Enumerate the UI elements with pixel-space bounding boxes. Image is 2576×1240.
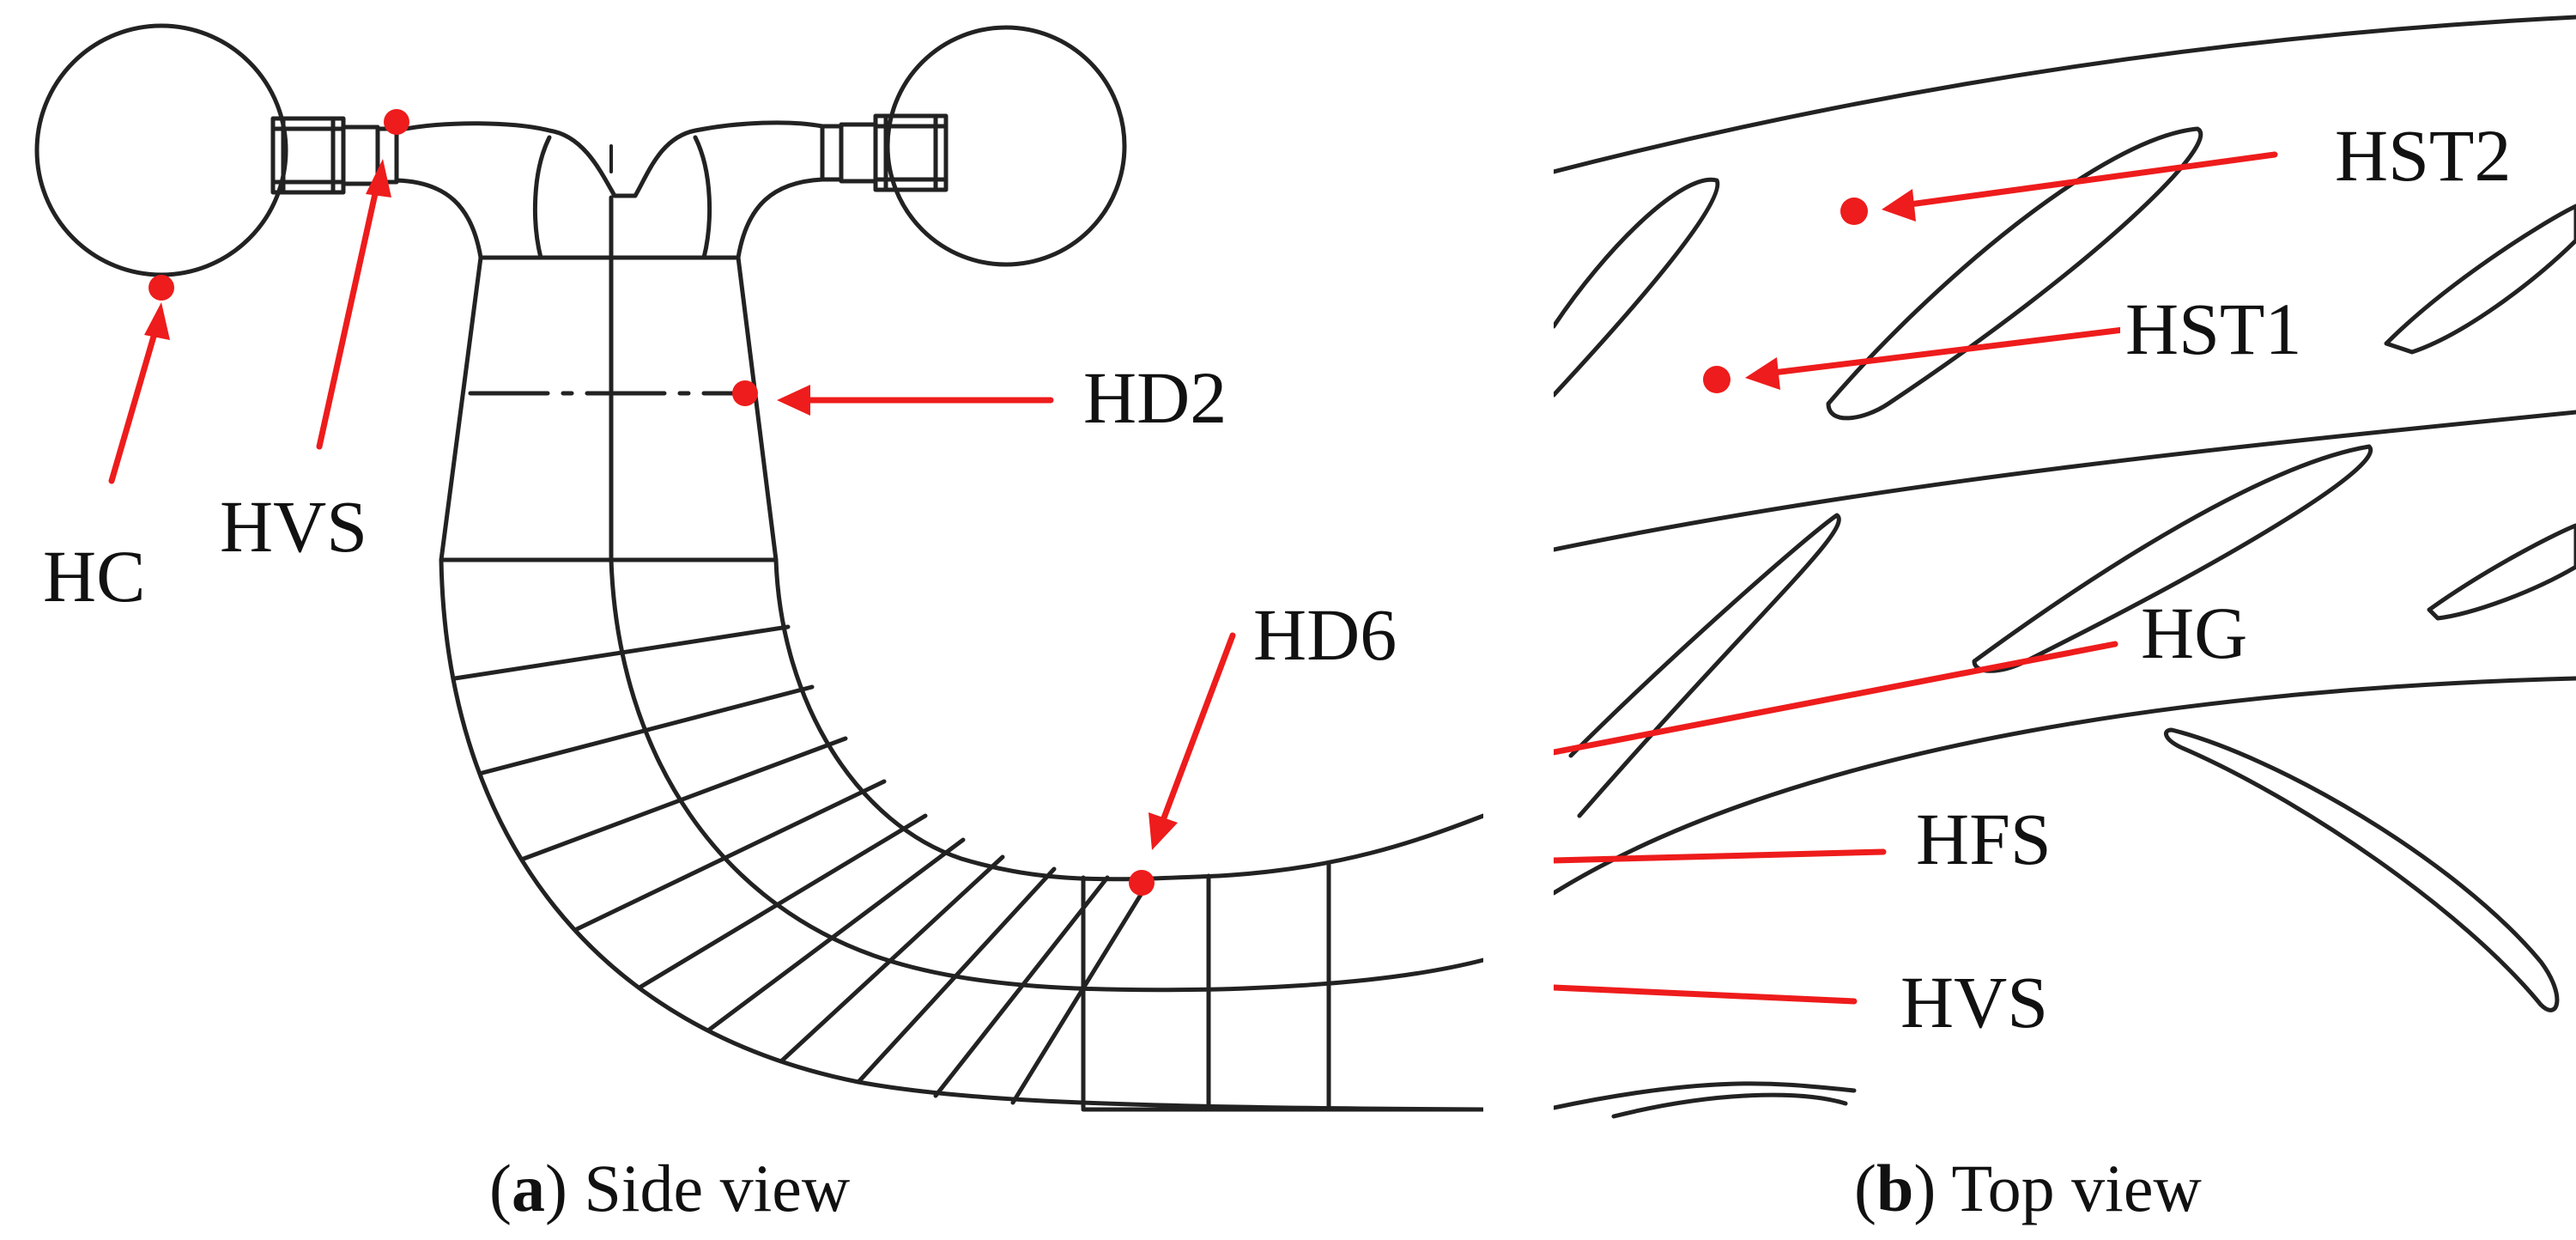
label-hd2: HD2 xyxy=(1083,356,1227,439)
right-spiral-casing xyxy=(885,25,1127,267)
caption-b: (b) Top view xyxy=(1854,1151,2202,1225)
left-spiral-casing xyxy=(34,23,288,277)
marker-hvs-top xyxy=(1550,984,1858,1005)
label-hc: HC xyxy=(43,535,145,617)
label-hd6: HD6 xyxy=(1253,593,1397,676)
label-hvs-top: HVS xyxy=(1900,961,2048,1043)
draft-tube-elbow xyxy=(439,557,1486,1112)
label-hfs: HFS xyxy=(1916,798,2052,880)
marker-hst2 xyxy=(1840,151,2278,225)
right-stay-vane xyxy=(820,113,949,192)
marker-hd6 xyxy=(1129,632,1236,896)
caption-b-text: Top view xyxy=(1936,1151,2201,1225)
marker-hvs-side xyxy=(316,109,409,450)
panel-divider xyxy=(1483,0,1554,1125)
label-hst2: HST2 xyxy=(2335,114,2511,197)
marker-hg xyxy=(1550,641,2118,756)
caption-b-letter: b xyxy=(1876,1151,1913,1225)
caption-a-letter: a xyxy=(512,1151,545,1225)
marker-hst1 xyxy=(1703,325,2141,393)
label-hg: HG xyxy=(2141,592,2247,674)
marker-hfs xyxy=(1550,848,1887,864)
caption-a-text: Side view xyxy=(567,1151,850,1225)
left-stay-vane xyxy=(270,116,399,195)
label-hvs-side: HVS xyxy=(220,485,367,568)
panel-b-top-view: HST2 HST1 HG HFS HVS (b) Top view xyxy=(1550,15,2576,1225)
caption-a: (a) Side view xyxy=(489,1151,850,1225)
blade-passages xyxy=(1554,15,2576,1119)
marker-hc xyxy=(108,275,174,484)
marker-hd2 xyxy=(732,380,1054,416)
panel-a-side-view: HC HVS HD2 HD6 (a) Side view xyxy=(34,23,1486,1225)
draft-tube-cone xyxy=(439,195,779,562)
label-hst1: HST1 xyxy=(2125,288,2301,370)
